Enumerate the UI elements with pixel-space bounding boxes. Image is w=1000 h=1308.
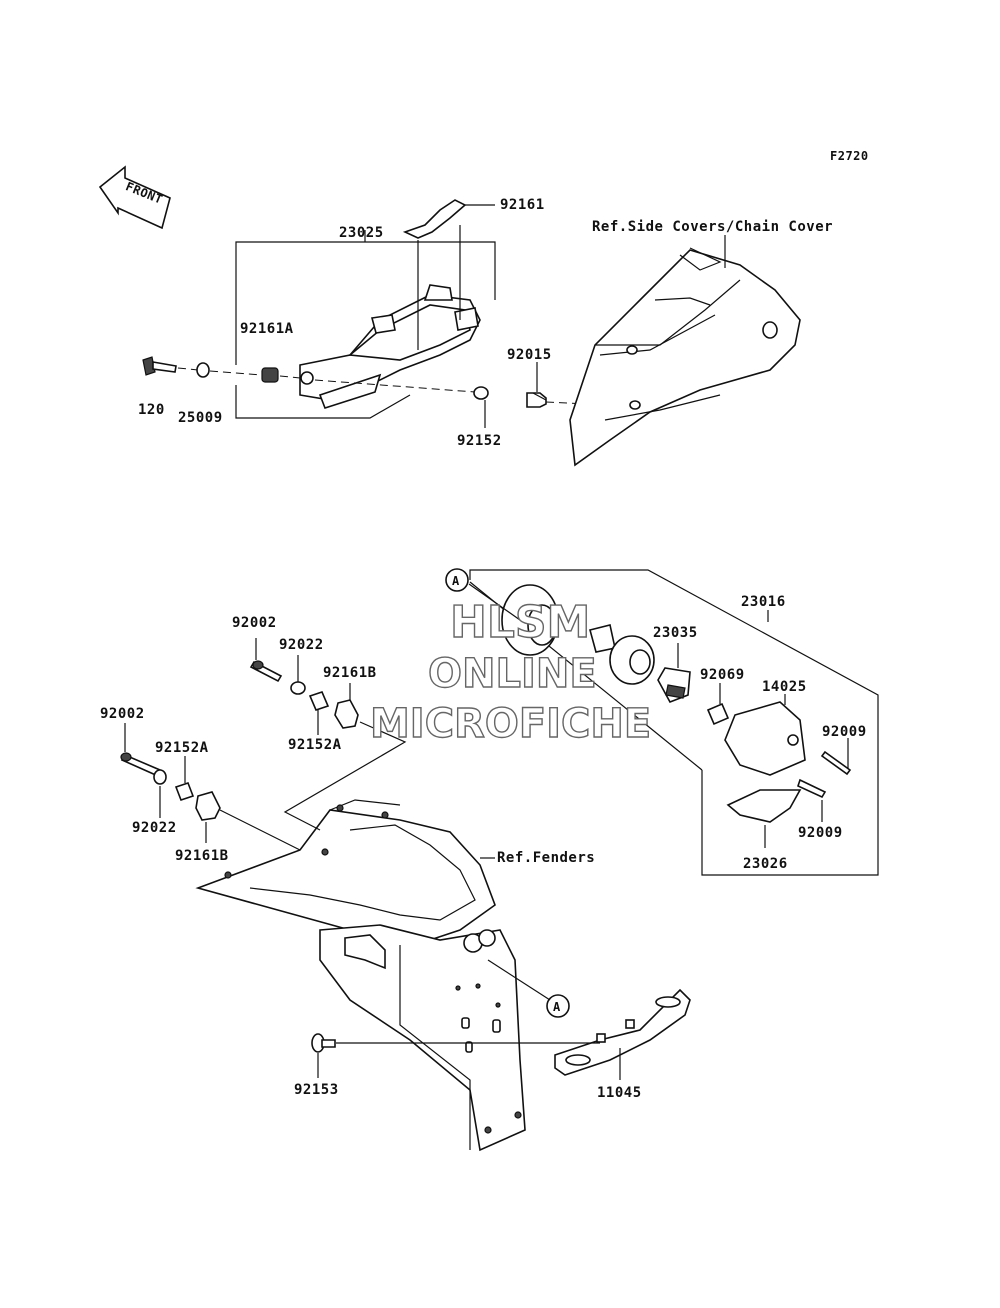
label-92161: 92161	[500, 197, 545, 213]
bolt-120	[142, 356, 199, 376]
label-92002-upper: 92002	[232, 615, 277, 631]
lamp-socket	[501, 584, 655, 685]
label-11045: 11045	[597, 1085, 642, 1101]
screw-92009-upper	[820, 750, 852, 776]
grommet-92161A	[261, 367, 279, 383]
label-23025: 23025	[339, 225, 384, 241]
label-23026: 23026	[743, 856, 788, 872]
label-92009-upper: 92009	[822, 724, 867, 740]
label-92152A-upper: 92152A	[288, 737, 342, 753]
label-25009: 25009	[178, 410, 223, 426]
label-92152: 92152	[457, 433, 502, 449]
collar-92152	[473, 386, 489, 400]
label-92153: 92153	[294, 1082, 339, 1098]
grommet-92161B-lower	[195, 791, 221, 821]
screw-92002-lower	[120, 752, 161, 778]
svg-text:A: A	[553, 1000, 561, 1014]
front-arrow-icon: FRONT	[98, 165, 171, 230]
bolt-92153	[311, 1033, 336, 1053]
washer-25009	[196, 362, 210, 378]
label-92161B-upper: 92161B	[323, 665, 377, 681]
svg-text:MICROFICHE: MICROFICHE	[370, 701, 651, 747]
label-92015: 92015	[507, 347, 552, 363]
grommet-92161B-upper	[334, 699, 359, 729]
label-92069: 92069	[700, 667, 745, 683]
label-14025: 14025	[762, 679, 807, 695]
washer-92022-upper	[290, 681, 306, 695]
screw-92009-lower	[797, 778, 827, 799]
cover-14025	[724, 701, 806, 776]
rubber-strap-92161	[402, 199, 495, 350]
svg-text:A: A	[452, 574, 460, 588]
label-92022-upper: 92022	[279, 637, 324, 653]
figure-code: F2720	[830, 149, 869, 163]
rear-fender	[195, 799, 526, 1152]
label-92161A: 92161A	[240, 321, 294, 337]
license-bracket-11045	[554, 988, 691, 1076]
label-92022-lower: 92022	[132, 820, 177, 836]
clip-23035	[657, 667, 691, 704]
label-92002-lower: 92002	[100, 706, 145, 722]
label-92152A-lower: 92152A	[155, 740, 209, 756]
collar-92152A-lower	[174, 781, 195, 802]
callout-a-top: A	[445, 568, 469, 592]
label-92009-lower: 92009	[798, 825, 843, 841]
callout-a-bottom: A	[546, 994, 570, 1018]
label-ref-fenders: Ref.Fenders	[497, 850, 595, 866]
taillight-assembly	[299, 284, 481, 409]
watermark-logo: HLSM ONLINE MICROFICHE	[369, 596, 652, 747]
collar-92152A-upper	[308, 691, 330, 711]
washer-92022-lower	[153, 769, 167, 785]
shield-23026	[726, 789, 802, 823]
svg-text:ONLINE: ONLINE	[428, 651, 597, 697]
screw-92002-upper	[249, 660, 283, 683]
side-cover	[569, 247, 801, 467]
label-92161B-lower: 92161B	[175, 848, 229, 864]
label-ref-side-covers: Ref.Side Covers/Chain Cover	[592, 219, 833, 235]
label-23035: 23035	[653, 625, 698, 641]
label-120: 120	[138, 402, 165, 418]
svg-text:HLSM: HLSM	[450, 597, 590, 648]
bulb-92069	[706, 702, 730, 726]
label-23016: 23016	[741, 594, 786, 610]
